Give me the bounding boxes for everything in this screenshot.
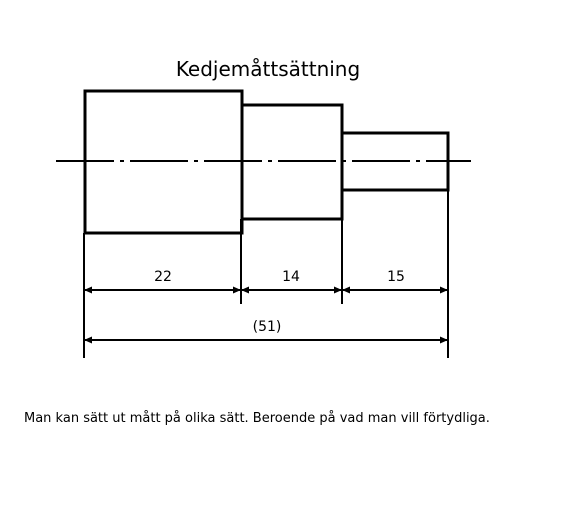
- arrowhead: [241, 286, 249, 294]
- dimension-label-2: 14: [282, 269, 300, 285]
- arrowhead: [334, 286, 342, 294]
- arrowhead: [233, 286, 241, 294]
- arrowhead: [84, 286, 92, 294]
- dimension-label-3: 15: [387, 269, 405, 285]
- caption-text: Man kan sätt ut mått på olika sätt. Bero…: [24, 411, 490, 426]
- arrowhead: [342, 286, 350, 294]
- arrowhead: [84, 336, 92, 344]
- total-dimension-label: (51): [253, 319, 282, 335]
- drawing-title: Kedjemåttsättning: [176, 57, 360, 81]
- dimension-label-1: 22: [154, 269, 172, 285]
- shaft-section-small: [340, 131, 450, 192]
- arrowhead: [440, 336, 448, 344]
- arrowhead: [440, 286, 448, 294]
